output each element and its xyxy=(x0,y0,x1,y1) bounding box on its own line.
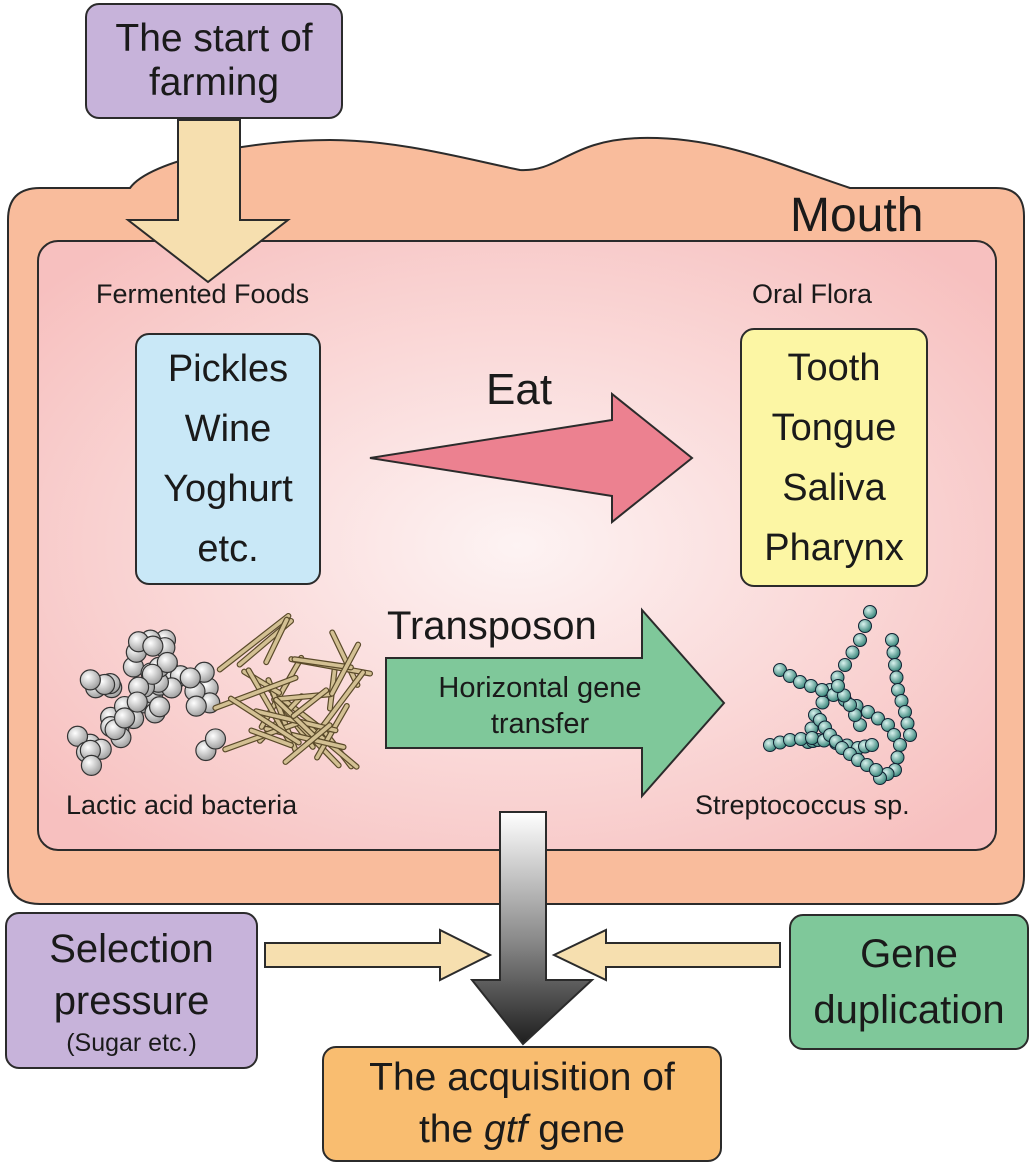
fermented-foods-heading: Fermented Foods xyxy=(96,279,310,309)
rod-cell xyxy=(282,722,333,765)
start-line-2: farming xyxy=(148,61,280,104)
result-line-1: The acquisition of xyxy=(369,1056,675,1099)
strep-cell xyxy=(805,731,819,745)
strep-cell xyxy=(885,633,899,647)
strep-cell xyxy=(903,728,917,742)
selection-line-2: pressure xyxy=(53,978,210,1023)
strep-cell xyxy=(838,658,852,672)
gtf-gene-name: gtf xyxy=(484,1108,528,1151)
rod-cell xyxy=(263,616,290,666)
selection-right-arrow xyxy=(264,928,493,982)
streptococcus-illustration xyxy=(763,605,917,785)
fermented-item: Pickles xyxy=(167,348,289,390)
coccus-cell xyxy=(104,707,136,741)
coccus-cell xyxy=(127,631,164,657)
oral-item: Tongue xyxy=(771,406,897,449)
rod-cell xyxy=(248,727,294,749)
rod-cell xyxy=(212,674,299,711)
gene-duplication-box: Gene duplication xyxy=(789,914,1029,1050)
lactic-cocci-illustration xyxy=(66,629,227,776)
rod-cell xyxy=(291,656,354,671)
strep-cell xyxy=(869,763,883,777)
fermented-item: Wine xyxy=(184,408,272,450)
rod-cell xyxy=(328,641,362,697)
result-line-2: the gtf gene xyxy=(419,1104,625,1156)
oral-item: Pharynx xyxy=(764,526,904,569)
duplication-left-arrow xyxy=(551,928,781,982)
oral-flora-box: Tooth Tongue Saliva Pharynx xyxy=(740,328,928,587)
strep-cell xyxy=(853,633,867,647)
strep-cell xyxy=(815,695,830,710)
strep-cell xyxy=(898,705,912,719)
rod-cell xyxy=(227,695,302,746)
strep-cell xyxy=(815,683,829,697)
strep-cell xyxy=(865,738,879,752)
strep-cell xyxy=(893,738,907,752)
rod-cell xyxy=(290,687,330,720)
fermented-item: Yoghurt xyxy=(163,468,293,510)
strep-cell xyxy=(831,679,845,693)
strep-cell xyxy=(900,716,915,731)
strep-cell xyxy=(890,750,905,765)
oral-item: Tooth xyxy=(787,346,881,389)
eat-label: Eat xyxy=(486,365,553,414)
strep-cell xyxy=(886,645,901,660)
transposon-label: Transposon xyxy=(387,604,597,648)
coccus-cell xyxy=(179,661,215,689)
start-line-1: The start of xyxy=(115,17,313,60)
fermented-item: etc. xyxy=(197,528,259,570)
strep-cell xyxy=(888,658,902,672)
rod-cell xyxy=(273,696,318,741)
streptococcus-label: Streptococcus sp. xyxy=(695,790,910,820)
mouth-label: Mouth xyxy=(790,189,924,242)
coccus-cell xyxy=(79,669,116,696)
strep-cell xyxy=(889,670,904,685)
gene-transfer-arrow xyxy=(385,607,726,799)
result-line-2-post: gene xyxy=(527,1108,626,1151)
farming-down-arrow xyxy=(125,119,291,284)
strep-cell xyxy=(858,619,872,633)
duplication-line-1: Gene xyxy=(860,932,958,976)
eat-arrow xyxy=(369,391,694,525)
gtf-acquisition-box: The acquisition of the gtf gene xyxy=(322,1046,722,1162)
selection-line-3: (Sugar etc.) xyxy=(66,1028,197,1057)
rod-cell xyxy=(329,629,361,688)
duplication-line-2: duplication xyxy=(813,988,1005,1032)
gene-transfer-label-1: Horizontal gene xyxy=(438,672,642,704)
rod-cell xyxy=(216,612,292,673)
central-down-arrow xyxy=(469,811,595,1046)
oral-flora-heading: Oral Flora xyxy=(752,279,873,309)
lactic-acid-bacteria-label: Lactic acid bacteria xyxy=(66,790,298,820)
oral-item: Saliva xyxy=(782,466,886,509)
strep-cell xyxy=(863,605,877,619)
strep-cell xyxy=(845,645,860,660)
selection-pressure-box: Selection pressure (Sugar etc.) xyxy=(5,912,258,1069)
selection-line-1: Selection xyxy=(49,926,214,971)
strep-cell xyxy=(871,711,885,726)
coccus-cell xyxy=(195,728,227,762)
start-of-farming-box: The start of farming xyxy=(85,3,343,119)
fermented-foods-box: Pickles Wine Yoghurt etc. xyxy=(135,333,321,585)
coccus-cell xyxy=(79,739,103,776)
lactic-rods-illustration xyxy=(212,612,374,770)
result-line-2-pre: the xyxy=(418,1108,485,1151)
coccus-cell xyxy=(126,676,150,713)
strep-cell xyxy=(861,705,875,719)
gene-transfer-label-2: transfer xyxy=(490,708,590,740)
